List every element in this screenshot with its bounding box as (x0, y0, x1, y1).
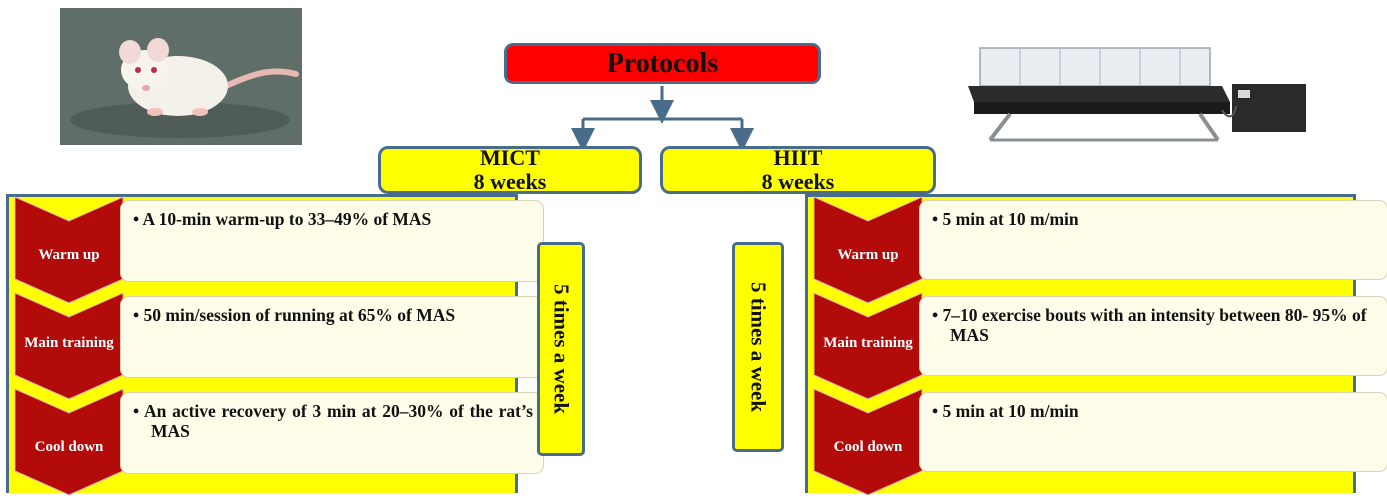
hiit-frequency: 5 times a week (732, 242, 784, 452)
mict-main-label: Main training (24, 335, 114, 351)
hiit-cooldown-text: 5 min at 10 m/min (942, 401, 1079, 421)
mict-main-text: 50 min/session of running at 65% of MAS (143, 305, 456, 325)
hiit-main-label: Main training (823, 335, 913, 351)
hiit-name: HIIT (773, 145, 823, 170)
hiit-warmup-chevron: Warm up (813, 196, 923, 307)
hiit-main-text: 7–10 exercise bouts with an intensity be… (942, 305, 1367, 345)
mict-duration: 8 weeks (473, 169, 547, 194)
hiit-panel: Warm up • 5 min at 10 m/min Main trainin… (805, 194, 1387, 496)
mict-cooldown-chevron: Cool down (14, 388, 124, 499)
mict-frequency-text: 5 times a week (549, 283, 574, 415)
protocols-title: Protocols (504, 43, 821, 84)
mict-header: MICT 8 weeks (378, 146, 642, 194)
hiit-warmup-step: • 5 min at 10 m/min (920, 201, 1387, 279)
mict-panel: Warm up • A 10-min warm-up to 33–49% of … (6, 194, 543, 496)
hiit-main-step: • 7–10 exercise bouts with an intensity … (920, 297, 1387, 375)
hiit-duration: 8 weeks (761, 169, 835, 194)
mict-warmup-label: Warm up (38, 247, 100, 263)
hiit-warmup-text: 5 min at 10 m/min (942, 209, 1079, 229)
rat-photo (60, 8, 302, 145)
mict-warmup-chevron: Warm up (14, 196, 124, 307)
hiit-cooldown-chevron: Cool down (813, 388, 923, 499)
mict-cooldown-step: • An active recovery of 3 min at 20–30% … (121, 393, 543, 473)
hiit-cooldown-step: • 5 min at 10 m/min (920, 393, 1387, 471)
mict-cooldown-label: Cool down (34, 439, 104, 455)
hiit-cooldown-label: Cool down (833, 439, 903, 455)
treadmill-photo (960, 40, 1312, 152)
mict-main-step: • 50 min/session of running at 65% of MA… (121, 297, 543, 377)
mict-warmup-text: A 10-min warm-up to 33–49% of MAS (142, 209, 432, 229)
hiit-warmup-label: Warm up (837, 247, 899, 263)
mict-frequency: 5 times a week (537, 242, 585, 456)
mict-cooldown-text: An active recovery of 3 min at 20–30% of… (143, 401, 533, 441)
mict-name: MICT (480, 145, 540, 170)
mict-main-chevron: Main training (14, 292, 124, 403)
mict-warmup-step: • A 10-min warm-up to 33–49% of MAS (121, 201, 543, 281)
hiit-frequency-text: 5 times a week (746, 281, 771, 413)
hiit-main-chevron: Main training (813, 292, 923, 403)
hiit-header: HIIT 8 weeks (660, 146, 936, 194)
